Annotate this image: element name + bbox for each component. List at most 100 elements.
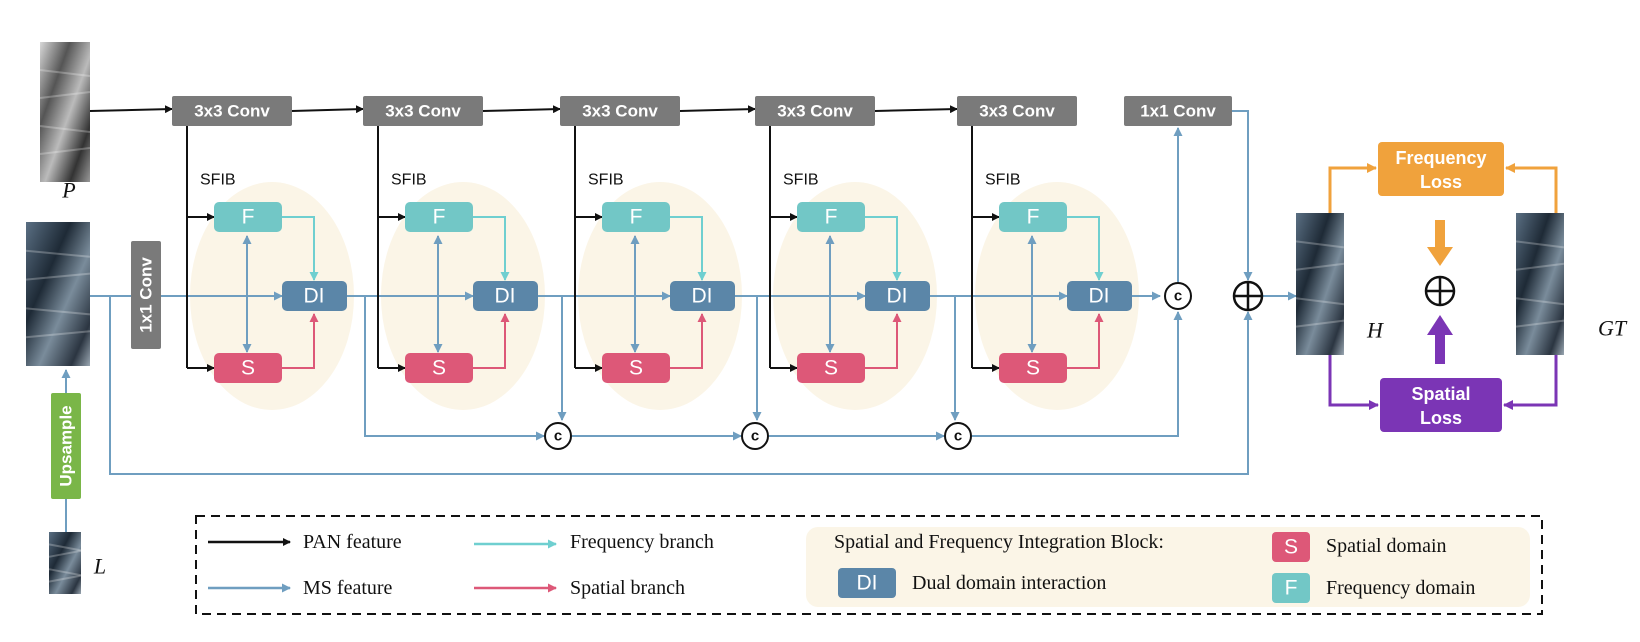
di-node-label: DI [495, 285, 516, 308]
legend-block-title: Spatial and Frequency Integration Block: [834, 531, 1164, 553]
concat-node [1164, 282, 1192, 310]
legend-s-symbol: S [1284, 536, 1298, 559]
concat-node [741, 422, 769, 450]
di-node [865, 281, 930, 311]
pan-arrow [89, 105, 173, 114]
spatial-to-sum-arrow-body [1435, 332, 1445, 364]
pan-arrow [291, 105, 364, 114]
conv-3x3-label: 3x3 Conv [194, 102, 270, 121]
concat-symbol: c [954, 428, 962, 445]
freq-branch-arrow [865, 216, 902, 281]
s-node-label: S [432, 357, 446, 380]
upsample-block [51, 393, 81, 499]
di-node-label: DI [1089, 285, 1110, 308]
legend-di-symbol: DI [857, 572, 878, 595]
conv-3x3-label: 3x3 Conv [979, 102, 1055, 121]
pan-label: P [61, 178, 75, 203]
concat-symbol: c [751, 428, 759, 445]
gt-to-freq-loss-arrow [1505, 163, 1558, 222]
legend-freq-label: Frequency branch [570, 531, 714, 553]
gt-to-spatial-loss-arrow [1503, 345, 1558, 410]
legend-spatial-label: Spatial branch [570, 577, 685, 599]
freq-branch-arrow [670, 216, 707, 281]
freq-branch-arrow [473, 216, 510, 281]
di-node-label: DI [304, 285, 325, 308]
di-node-label: DI [887, 285, 908, 308]
conv-3x3-block [172, 96, 292, 126]
di-node [282, 281, 347, 311]
s-node [214, 353, 282, 383]
f-node [797, 202, 865, 232]
conv-1x1-final-label: 1x1 Conv [1140, 102, 1216, 121]
frequency-loss-label: Frequency [1395, 148, 1486, 168]
f-node-label: F [242, 206, 255, 229]
legend-f-node [1272, 573, 1310, 603]
freq-branch-arrow [1067, 216, 1104, 281]
legend-s-label: Spatial domain [1326, 535, 1447, 557]
concat-symbol: c [554, 428, 562, 445]
spatial-branch-arrow [282, 313, 319, 369]
freq-branch-arrow [282, 216, 319, 281]
s-node-label: S [629, 357, 643, 380]
s-node-label: S [824, 357, 838, 380]
pan-arrow [874, 105, 958, 114]
f-node [602, 202, 670, 232]
freq-to-sum-arrow-body [1435, 220, 1445, 250]
spatial-branch-arrow [670, 313, 707, 369]
concat-node [544, 422, 572, 450]
legend-di-node [838, 568, 896, 598]
output-label: H [1366, 318, 1384, 343]
s-node-label: S [1026, 357, 1040, 380]
f-node [999, 202, 1067, 232]
sfib-label: SFIB [783, 172, 819, 189]
legend-ms-label: MS feature [303, 577, 393, 599]
f-node-label: F [433, 206, 446, 229]
residual-arrow [109, 296, 1253, 475]
s-node [602, 353, 670, 383]
spatial-branch-arrow [1067, 313, 1104, 369]
f-node [405, 202, 473, 232]
gt-image [1515, 213, 1565, 355]
s-node-label: S [241, 357, 255, 380]
conv-3x3-label: 3x3 Conv [582, 102, 658, 121]
di-node-label: DI [692, 285, 713, 308]
spatial-loss-label: Loss [1420, 408, 1462, 428]
s-node [999, 353, 1067, 383]
f-node-label: F [1027, 206, 1040, 229]
di-node [473, 281, 538, 311]
legend-f-label: Frequency domain [1326, 577, 1475, 599]
s-node [405, 353, 473, 383]
pan-arrow [679, 105, 756, 114]
spatial-loss-box [1380, 378, 1502, 432]
legend-block-bg [806, 527, 1530, 607]
skip-to-concat-arrow [972, 311, 1183, 437]
concat-symbol: c [1174, 288, 1182, 305]
sfib-label: SFIB [588, 172, 624, 189]
sfib-label: SFIB [985, 172, 1021, 189]
ms-image [25, 222, 91, 366]
spatial-loss-label: Spatial [1411, 384, 1470, 404]
conv-3x3-label: 3x3 Conv [777, 102, 853, 121]
gt-label: GT [1598, 316, 1628, 341]
conv-3x3-block [560, 96, 680, 126]
legend-di-label: Dual domain interaction [912, 572, 1106, 594]
conv-1x1-ms-block [131, 241, 161, 349]
di-node [1067, 281, 1132, 311]
spatial-branch-arrow [865, 313, 902, 369]
output-to-spatial-loss-arrow [1328, 345, 1379, 410]
di-node [670, 281, 735, 311]
conv-3x3-label: 3x3 Conv [385, 102, 461, 121]
sfib-label: SFIB [391, 172, 427, 189]
spatial-to-sum-arrow-head [1427, 315, 1453, 335]
upsample-label: Upsample [57, 405, 76, 486]
conv-3x3-block [363, 96, 483, 126]
lrms-image [48, 532, 82, 594]
f-node [214, 202, 282, 232]
output-to-freq-loss-arrow [1328, 163, 1377, 222]
frequency-loss-label: Loss [1420, 172, 1462, 192]
legend-f-symbol: F [1285, 577, 1298, 600]
concat-node [944, 422, 972, 450]
pan-arrow [482, 105, 561, 114]
